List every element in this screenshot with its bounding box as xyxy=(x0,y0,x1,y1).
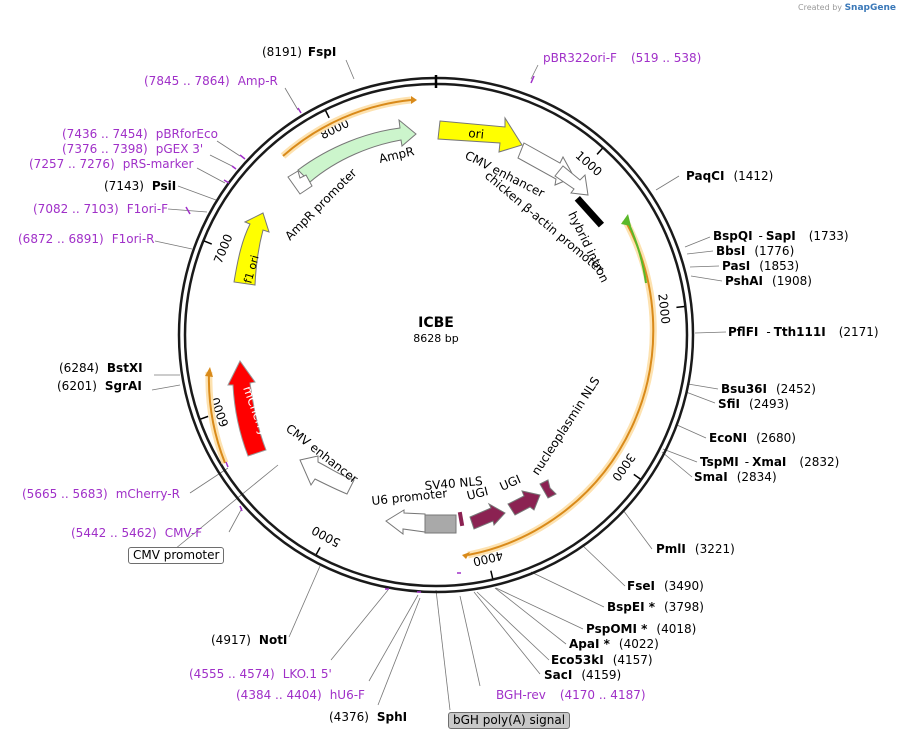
primer-f1ori-f[interactable]: (7082 .. 7103)F1ori-F xyxy=(33,202,168,216)
bgh-polya-label[interactable]: bGH poly(A) signal xyxy=(448,712,571,729)
tick-label-2000: 2000 xyxy=(655,293,672,325)
ugi-a-label: UGI xyxy=(465,484,489,503)
enzyme-pasi[interactable]: PasI(1853) xyxy=(722,259,799,273)
amp-r-label: AmpR xyxy=(378,144,416,166)
tick-label-5000: 5000 xyxy=(309,523,343,550)
nucleoplasmin-nls-label: nucleoplasmin NLS xyxy=(529,374,603,477)
enzyme-apai[interactable]: ApaI *(4022) xyxy=(569,637,659,651)
snapgene-credit: Created by SnapGene xyxy=(798,3,896,13)
tick-mark-1000 xyxy=(596,147,603,155)
ugi-b-arrow[interactable] xyxy=(507,490,541,516)
tick-mark-8000 xyxy=(324,110,330,119)
primer-prs-marker[interactable]: (7257 .. 7276)pRS-marker xyxy=(29,157,193,171)
ori-label: ori xyxy=(468,126,485,142)
cmv-promoter-label[interactable]: CMV promoter xyxy=(128,547,225,564)
enzyme-bsu36i[interactable]: Bsu36I(2452) xyxy=(721,382,816,396)
enzyme-psii[interactable]: (7143)PsiI xyxy=(104,179,176,193)
nucleoplasmin-nls-arrow[interactable] xyxy=(539,479,557,499)
bgh-polya-block[interactable] xyxy=(424,514,457,534)
enzyme-pflfi-tth111i[interactable]: PflFI-Tth111I(2171) xyxy=(728,325,879,339)
enzyme-fsei[interactable]: FseI(3490) xyxy=(627,579,704,593)
primer-hu6-f[interactable]: (4384 .. 4404)hU6-F xyxy=(236,688,365,702)
tick-mark-4000 xyxy=(490,570,494,579)
primer-pbr322ori-f[interactable]: pBR322ori-F(519 .. 538) xyxy=(543,51,701,65)
primer-pbrforeco[interactable]: (7436 .. 7454)pBRforEco xyxy=(62,127,218,141)
amp-r-arrow[interactable] xyxy=(297,118,417,183)
tick-label-7000: 7000 xyxy=(211,232,235,266)
tick-mark-2000 xyxy=(676,305,685,309)
enzyme-bbsi[interactable]: BbsI(1776) xyxy=(716,244,794,258)
mcherry-arrow[interactable] xyxy=(227,360,267,457)
enzyme-pspomi[interactable]: PspOMI *(4018) xyxy=(586,622,696,636)
enzyme-bstxi[interactable]: (6284)BstXI xyxy=(59,361,143,375)
ori-arrow[interactable] xyxy=(437,116,523,153)
plasmid-name: ICBE xyxy=(418,315,454,331)
primer-cmv-f[interactable]: (5442 .. 5462)CMV-F xyxy=(71,526,202,540)
tick-mark-5000 xyxy=(315,547,321,555)
tick-mark-6000 xyxy=(200,415,209,420)
primer-mcherry-r[interactable]: (5665 .. 5683)mCherry-R xyxy=(22,487,180,501)
ugi-a-arrow[interactable] xyxy=(469,502,506,530)
cmv-enhancer-left-arrow[interactable] xyxy=(299,455,355,495)
credit-prefix: Created by xyxy=(798,3,843,12)
sv40-nls-block[interactable] xyxy=(457,511,465,527)
primer-labels: pBR322ori-F(519 .. 538) (7845 .. 7864)Am… xyxy=(18,51,701,702)
enzyme-tspmi-xmai[interactable]: TspMI-XmaI(2832) xyxy=(700,455,839,469)
enzyme-sphi[interactable]: (4376)SphI xyxy=(329,710,407,724)
enzyme-noti[interactable]: (4917)NotI xyxy=(211,633,287,647)
enzyme-pshai[interactable]: PshAI(1908) xyxy=(725,274,812,288)
primer-pgex3[interactable]: (7376 .. 7398)pGEX 3' xyxy=(62,142,203,156)
primer-marks xyxy=(185,75,535,593)
primer-bgh-rev[interactable]: BGH-rev(4170 .. 4187) xyxy=(496,688,646,702)
snapgene-logo: SnapGene xyxy=(844,3,896,13)
enzyme-sfii[interactable]: SfiI(2493) xyxy=(718,397,789,411)
chicken-actin-arrow[interactable] xyxy=(554,165,589,196)
hybrid-intron-block[interactable] xyxy=(574,195,605,228)
enzyme-sgrai[interactable]: (6201)SgrAI xyxy=(57,379,142,393)
primer-amp-r[interactable]: (7845 .. 7864)Amp-R xyxy=(144,74,278,88)
enzyme-bspei[interactable]: BspEI *(3798) xyxy=(607,600,704,614)
tick-label-1000: 1000 xyxy=(573,148,605,179)
u6-promoter-label: U6 promoter xyxy=(371,486,448,508)
enzyme-pmli[interactable]: PmlI(3221) xyxy=(656,542,735,556)
enzyme-labels: (8191)FspI PaqCI(1412) BspQI-SapI(1733) … xyxy=(57,45,879,724)
enzyme-eco53ki[interactable]: Eco53kI(4157) xyxy=(551,653,653,667)
f1-ori-arrow[interactable] xyxy=(233,212,270,286)
tick-mark-7000 xyxy=(204,240,213,245)
u6-promoter-arrow[interactable] xyxy=(385,509,426,536)
enzyme-paqci[interactable]: PaqCI(1412) xyxy=(686,169,773,183)
orf-arcs xyxy=(205,96,657,559)
enzyme-fspi[interactable]: (8191)FspI xyxy=(262,45,336,59)
sv40-nls-label: SV40 NLS xyxy=(424,474,483,493)
leader-lines xyxy=(151,59,727,711)
plasmid-size: 8628 bp xyxy=(413,332,459,345)
primer-f1ori-r[interactable]: (6872 .. 6891)F1ori-R xyxy=(18,232,155,246)
ugi-b-label: UGI xyxy=(498,472,523,494)
primer-lko1-5[interactable]: (4555 .. 4574)LKO.1 5' xyxy=(189,667,332,681)
tick-mark-3000 xyxy=(633,473,641,480)
enzyme-saci[interactable]: SacI(4159) xyxy=(544,668,621,682)
enzyme-smai[interactable]: SmaI(2834) xyxy=(694,470,777,484)
amp-r-promoter-arrow[interactable] xyxy=(287,170,313,195)
enzyme-bspqi-sapi[interactable]: BspQI-SapI(1733) xyxy=(713,229,849,243)
enzyme-econi[interactable]: EcoNI(2680) xyxy=(709,431,796,445)
